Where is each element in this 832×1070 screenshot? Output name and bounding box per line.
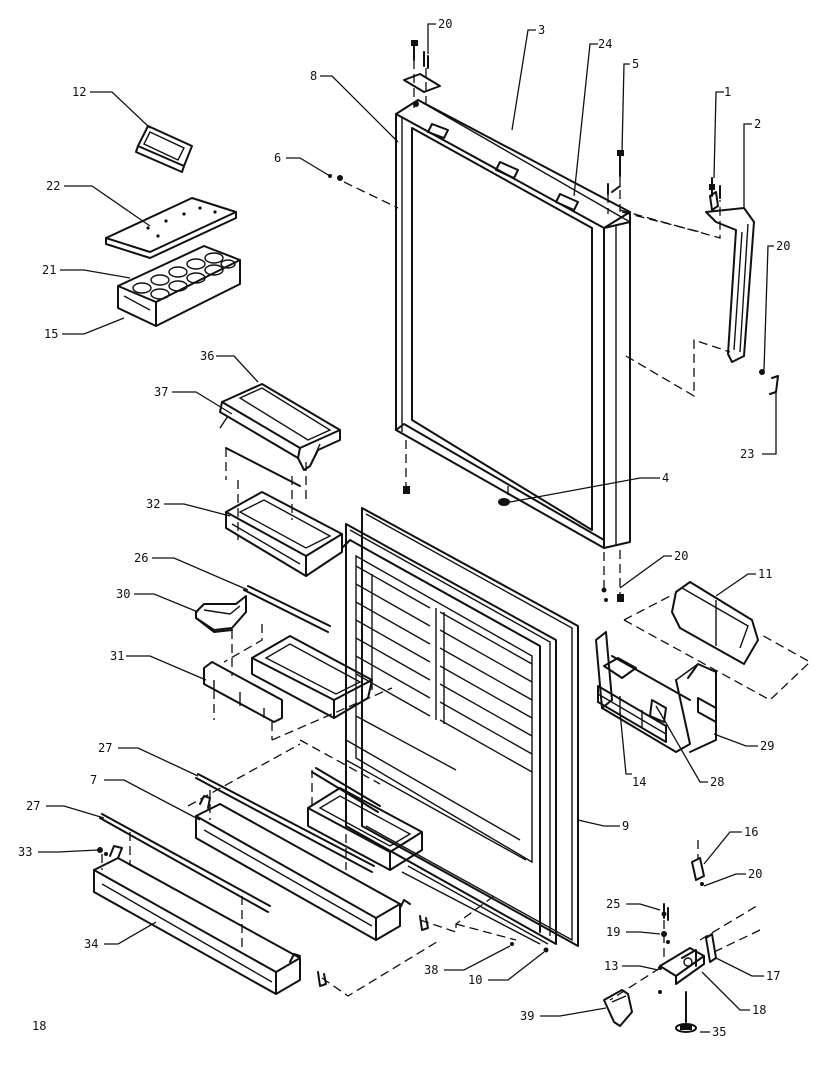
callout-6: 6 — [274, 151, 281, 165]
callout-10: 10 — [468, 973, 482, 987]
part-15-ice-bin — [117, 259, 241, 327]
part-28-fan — [649, 697, 717, 723]
callout-35: 35 — [712, 1025, 726, 1039]
callout-17: 17 — [766, 969, 780, 983]
callout-8: 8 — [310, 69, 317, 83]
callout-20-top: 20 — [438, 17, 452, 31]
part-7-bin — [195, 790, 495, 941]
part-30-small-bin — [195, 595, 247, 633]
hinge-studs — [403, 440, 624, 602]
part-34-bin — [93, 832, 441, 997]
callout-7: 7 — [90, 773, 97, 787]
callout-26: 26 — [134, 551, 148, 565]
callout-4: 4 — [662, 471, 669, 485]
part-26-rail — [223, 585, 331, 676]
callout-labels: 12 22 21 15 8 6 20 3 24 5 1 2 20 23 36 3… — [18, 17, 790, 1039]
callout-34: 34 — [84, 937, 98, 951]
page-number: 18 — [32, 1019, 46, 1033]
door-bin-middle — [251, 635, 373, 719]
part-3-top-frame — [395, 73, 631, 229]
callout-22: 22 — [46, 179, 60, 193]
callout-2: 2 — [754, 117, 761, 131]
callout-27-upper: 27 — [98, 741, 112, 755]
callout-18: 18 — [752, 1003, 766, 1017]
part-18-hinge — [609, 903, 761, 1001]
part-16-bracket — [691, 840, 705, 886]
part-32-bin — [225, 491, 343, 577]
callout-12: 12 — [72, 85, 86, 99]
callout-28: 28 — [710, 775, 724, 789]
part-23-clip — [625, 339, 779, 398]
callout-11: 11 — [758, 567, 772, 581]
part-2-handle — [619, 191, 755, 363]
callout-14: 14 — [632, 775, 646, 789]
part-22-cover — [105, 197, 237, 259]
part-35-leveler — [675, 991, 697, 1033]
part-6-screw — [328, 174, 399, 209]
part-36-dairy-door — [219, 383, 341, 471]
callout-24: 24 — [598, 37, 612, 51]
callout-21: 21 — [42, 263, 56, 277]
part-39-bracket — [603, 989, 633, 1027]
part-33-screws — [97, 847, 108, 870]
part-27-rail-lower — [99, 813, 271, 913]
part-11-cover — [623, 581, 812, 701]
part-38-10 — [455, 923, 549, 953]
door-bin-lower — [299, 739, 423, 871]
part-14-coil — [597, 657, 667, 743]
callout-23: 23 — [740, 447, 754, 461]
callout-5: 5 — [632, 57, 639, 71]
part-25-19-pins — [661, 903, 670, 962]
part-27-rail-upper — [187, 743, 375, 873]
part-1-screw — [709, 177, 721, 199]
callout-16: 16 — [744, 825, 758, 839]
callout-13: 13 — [604, 959, 618, 973]
callout-38: 38 — [424, 963, 438, 977]
part-17-plate — [705, 933, 717, 963]
callout-25: 25 — [606, 897, 620, 911]
part-13-washer — [658, 966, 662, 970]
part-8-door-frame — [395, 113, 631, 549]
callout-39: 39 — [520, 1009, 534, 1023]
callout-19: 19 — [606, 925, 620, 939]
callout-9: 9 — [622, 819, 629, 833]
guides-36-32 — [225, 447, 307, 540]
part-9-door-liner — [341, 507, 579, 947]
part-31-bracket — [203, 661, 393, 741]
callout-3: 3 — [538, 23, 545, 37]
callout-1: 1 — [724, 85, 731, 99]
callout-15: 15 — [44, 327, 58, 341]
callout-20-bottom: 20 — [748, 867, 762, 881]
part-37-hinge — [219, 415, 321, 463]
callout-31: 31 — [110, 649, 124, 663]
callout-33: 33 — [18, 845, 32, 859]
leader-lines — [38, 23, 777, 1033]
callout-20-right: 20 — [776, 239, 790, 253]
callout-29: 29 — [760, 739, 774, 753]
part-29-housing — [595, 631, 717, 753]
callout-30: 30 — [116, 587, 130, 601]
callout-37: 37 — [154, 385, 168, 399]
callout-20-mid: 20 — [674, 549, 688, 563]
part-24-slots — [427, 123, 579, 211]
callout-32: 32 — [146, 497, 160, 511]
part-12-tray — [135, 125, 193, 173]
callout-27-lower: 27 — [26, 799, 40, 813]
callout-36: 36 — [200, 349, 214, 363]
screws-top — [411, 40, 624, 214]
